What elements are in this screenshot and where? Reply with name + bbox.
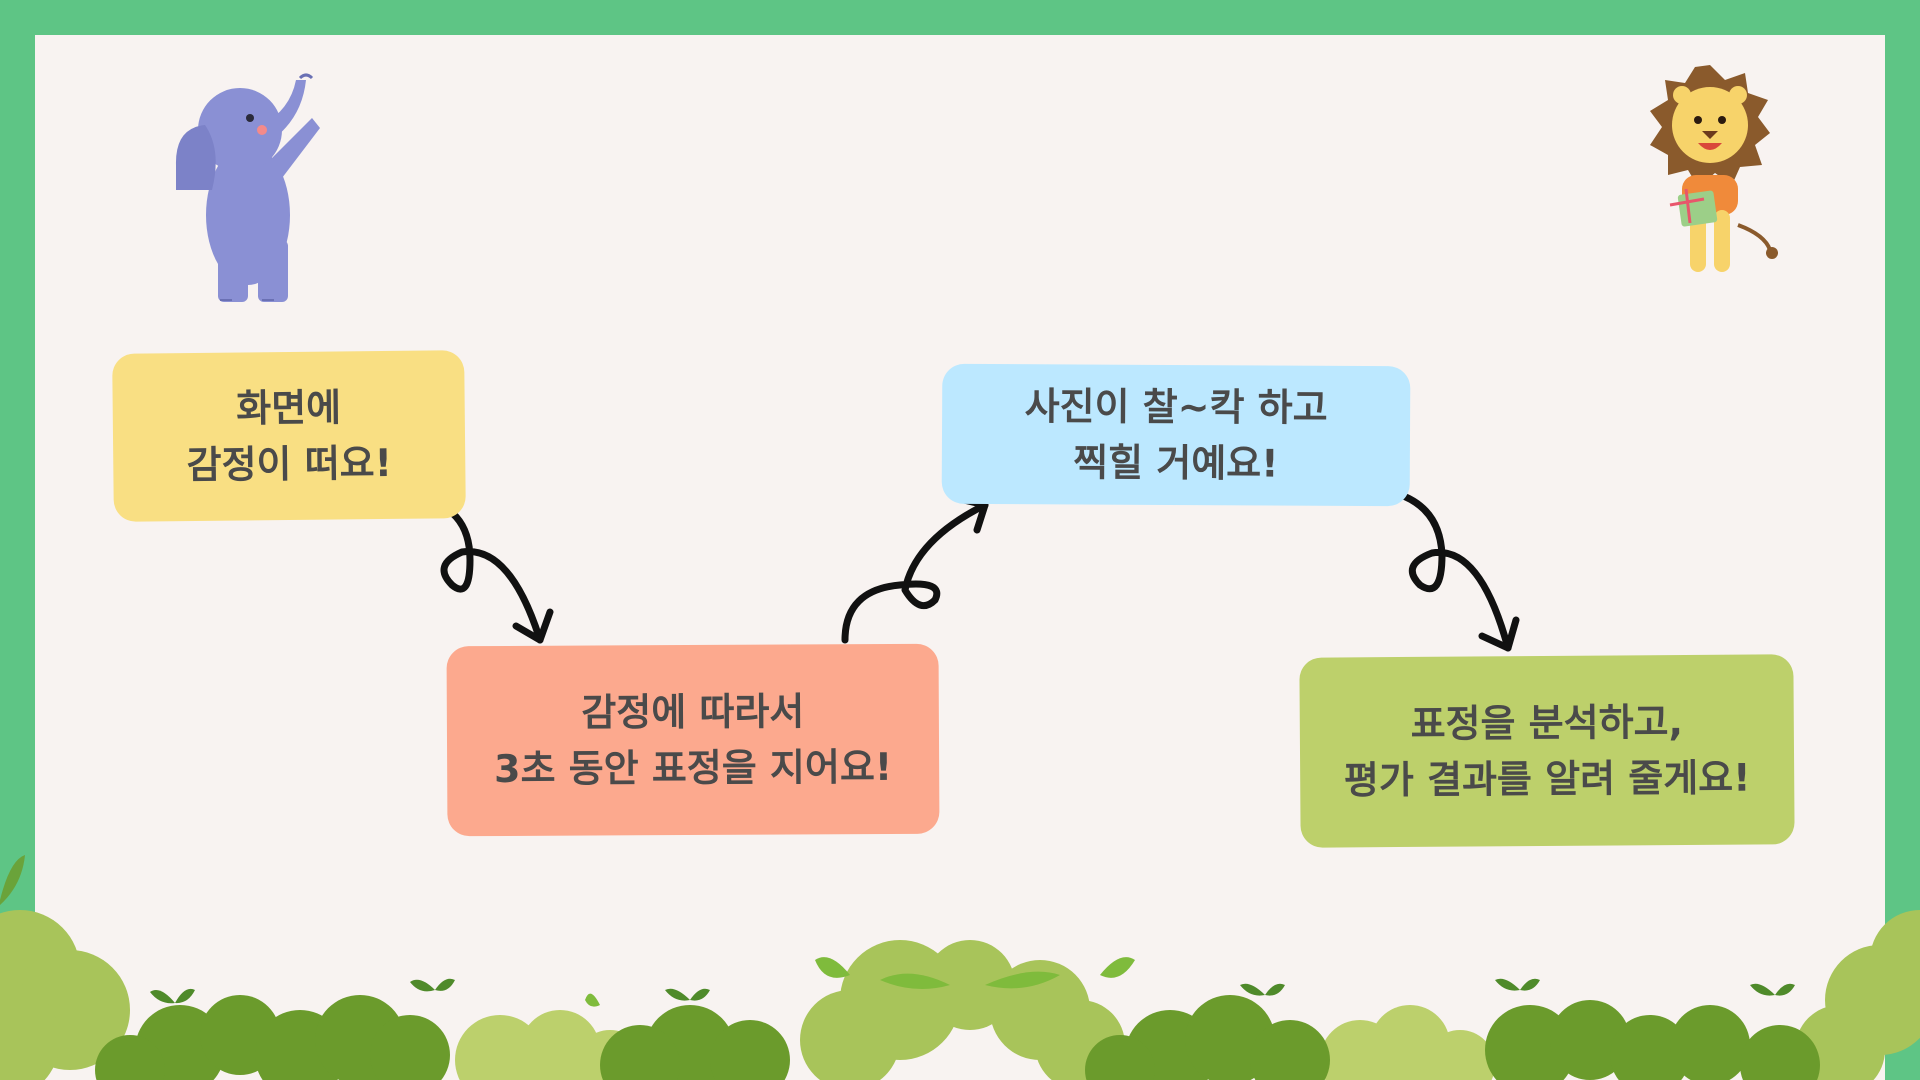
- step-2-line-1: 감정에 따라서: [581, 689, 805, 735]
- step-box-3: 사진이 찰~칵 하고 찍힐 거예요!: [941, 363, 1411, 507]
- curly-arrow-icon: [1388, 488, 1512, 652]
- curly-arrow-icon: [411, 494, 544, 644]
- step-4-line-2: 평가 결과를 알려 줄게요!: [1343, 755, 1751, 803]
- step-box-2: 감정에 따라서 3초 동안 표정을 지어요!: [446, 643, 940, 837]
- step-3-line-2: 찍힐 거예요!: [1073, 440, 1279, 486]
- curly-arrow-icon: [841, 501, 989, 644]
- step-box-1: 화면에 감정이 떠요!: [112, 350, 466, 522]
- step-1-line-1: 화면에: [236, 385, 342, 431]
- arrow-head: [1478, 616, 1520, 652]
- step-3-line-1: 사진이 찰~칵 하고: [1024, 384, 1328, 430]
- step-2-line-2: 3초 동안 표정을 지어요!: [493, 744, 893, 792]
- arrow-head: [512, 608, 554, 644]
- slide-panel: [35, 35, 1885, 1080]
- step-box-4: 표정을 분석하고, 평가 결과를 알려 줄게요!: [1299, 654, 1795, 848]
- step-4-line-1: 표정을 분석하고,: [1410, 700, 1684, 746]
- step-1-line-2: 감정이 떠요!: [186, 440, 393, 488]
